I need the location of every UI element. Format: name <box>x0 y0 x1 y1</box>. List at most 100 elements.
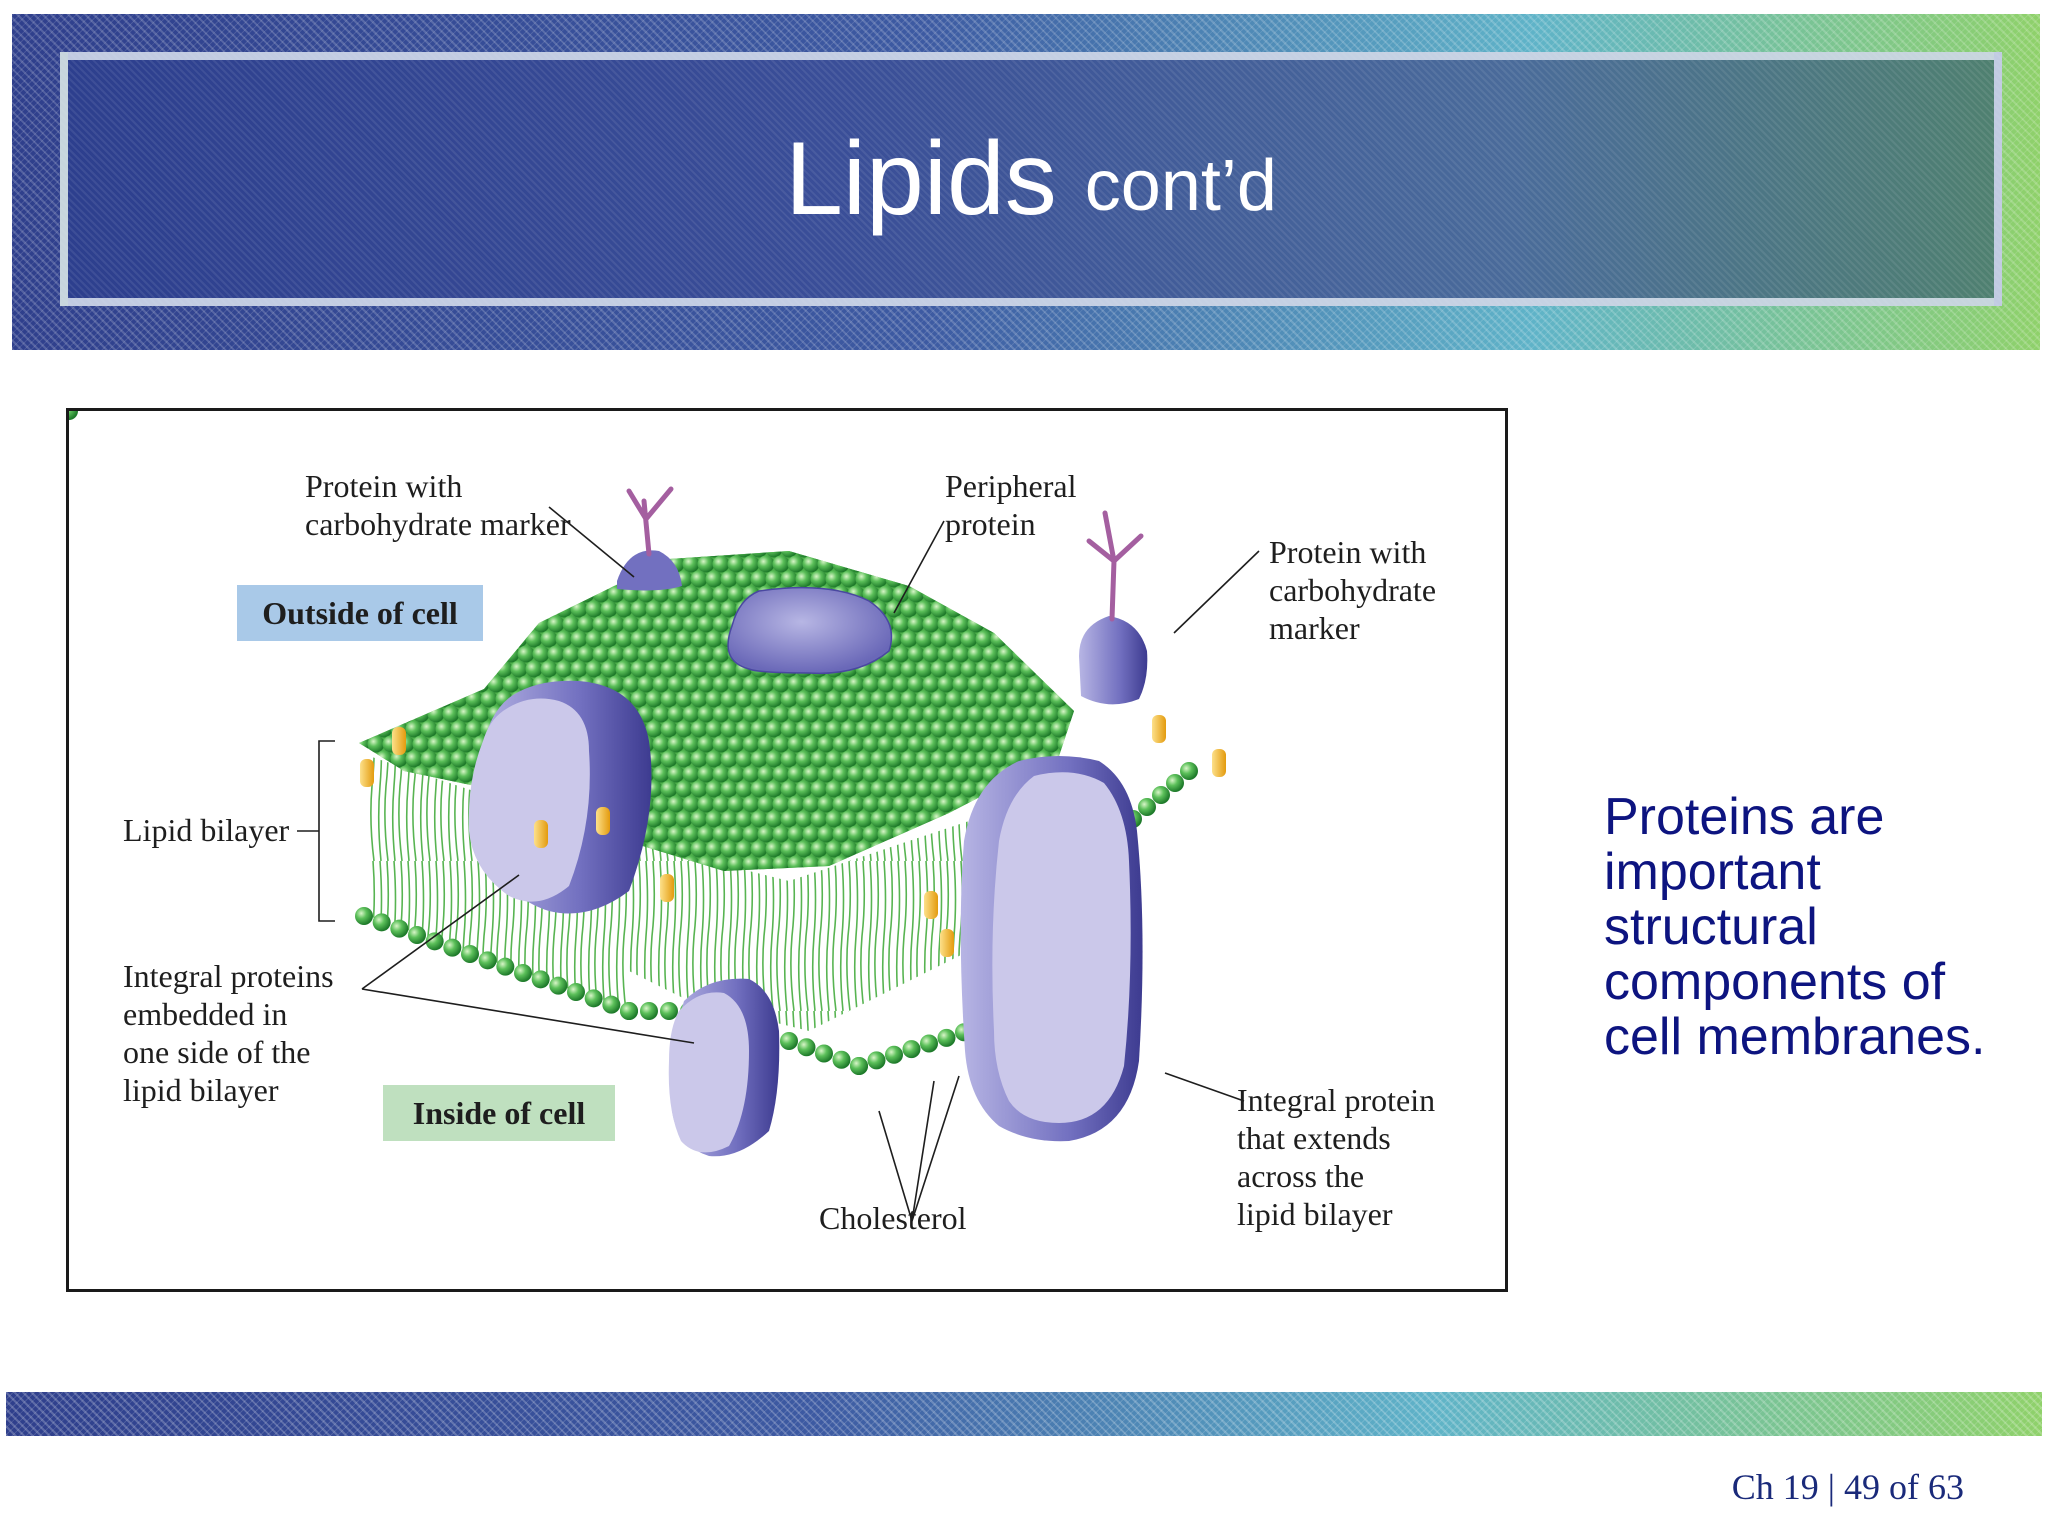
lipid-head <box>450 720 468 738</box>
lipid-head <box>705 750 723 768</box>
lipid-head <box>682 735 700 753</box>
lipid-head <box>967 735 985 753</box>
lipid-head <box>592 645 610 663</box>
lipid-head <box>990 660 1008 678</box>
lipid-head <box>720 750 738 768</box>
lipid-head <box>600 551 618 558</box>
lipid-head <box>480 630 498 648</box>
lipid-head <box>757 825 775 843</box>
lipid-head <box>810 840 828 858</box>
lipid-head <box>975 720 993 738</box>
lipid-head <box>945 600 963 618</box>
lipid-head <box>1027 675 1045 693</box>
lipid-head <box>997 555 1015 573</box>
lipid-head <box>870 690 888 708</box>
lipid-head <box>855 690 873 708</box>
lipid-head <box>937 735 955 753</box>
lipid-head <box>975 660 993 678</box>
lipid-head <box>630 600 648 618</box>
lipid-head <box>390 750 408 768</box>
lipid-head <box>817 795 835 813</box>
lipid-head <box>817 555 835 573</box>
lipid-head <box>937 645 955 663</box>
lipid-head <box>697 555 715 573</box>
lipid-head <box>570 600 588 618</box>
lipid-head <box>885 750 903 768</box>
lipid-head <box>525 660 543 678</box>
lipid-head <box>952 795 970 813</box>
lipid-head <box>425 932 444 951</box>
lipid-head <box>443 938 462 957</box>
lipid-head <box>780 1032 798 1050</box>
lipid-head <box>1042 675 1060 693</box>
lipid-head <box>705 570 723 588</box>
lipid-head <box>1042 585 1060 603</box>
lipid-head <box>420 690 438 708</box>
tag-outside-of-cell: Outside of cell <box>237 585 483 641</box>
lipid-head <box>502 645 520 663</box>
lipid-head <box>697 705 715 723</box>
lipid-head <box>937 585 955 603</box>
lipid-head <box>412 675 430 693</box>
lipid-head <box>567 983 585 1001</box>
lipid-head <box>637 645 655 663</box>
lipid-head <box>750 570 768 588</box>
lipid-head <box>495 570 513 588</box>
lipid-head <box>1057 675 1074 693</box>
lipid-head <box>1005 660 1023 678</box>
lipid-head <box>757 765 775 783</box>
lipid-head <box>405 750 423 768</box>
lipid-head <box>450 750 468 768</box>
lipid-head <box>900 630 918 648</box>
label-integral-one-side: Integral proteins embedded in one side o… <box>123 958 334 1108</box>
lipid-head <box>802 705 820 723</box>
lipid-head <box>592 585 610 603</box>
lipid-head <box>900 660 918 678</box>
lipid-head <box>727 825 745 843</box>
lipid-head <box>1042 735 1060 753</box>
lipid-head <box>900 690 918 708</box>
lipid-head <box>375 720 393 738</box>
lipid-head <box>1035 720 1053 738</box>
lipid-head <box>780 780 798 798</box>
lipid-head <box>952 705 970 723</box>
lipid-head <box>727 675 745 693</box>
lipid-head <box>585 660 603 678</box>
side-text: Proteins are important structural compon… <box>1604 788 1986 1066</box>
lipid-head <box>570 570 588 588</box>
lipid-head <box>885 570 903 588</box>
lipid-head <box>952 615 970 633</box>
lipid-head <box>930 720 948 738</box>
lipid-head <box>975 690 993 708</box>
lipid-head <box>600 630 618 648</box>
lipid-head <box>892 795 910 813</box>
lipid-head <box>1065 551 1074 558</box>
lipid-head <box>555 551 573 558</box>
lipid-head <box>907 675 925 693</box>
lipid-head <box>577 615 595 633</box>
lipid-head <box>667 765 685 783</box>
lipid-head <box>742 555 760 573</box>
lipid-head <box>952 555 970 573</box>
lipid-head <box>675 720 693 738</box>
lipid-head <box>570 660 588 678</box>
lipid-head <box>712 735 730 753</box>
lipid-head <box>847 795 865 813</box>
lipid-head <box>359 675 370 693</box>
lipid-head <box>817 705 835 723</box>
lipid-head <box>922 765 940 783</box>
lipid-head <box>1020 660 1038 678</box>
lipid-head <box>405 660 423 678</box>
lipid-head <box>502 555 520 573</box>
lipid-head <box>967 675 985 693</box>
lipid-head <box>802 765 820 783</box>
lipid-head <box>1020 570 1038 588</box>
lipid-head <box>867 1051 886 1070</box>
title-sub: cont’d <box>1084 146 1277 226</box>
lipid-head <box>420 750 438 768</box>
lipid-head <box>990 750 1008 768</box>
lipid-head <box>817 825 835 843</box>
lipid-head <box>712 825 730 843</box>
lipid-head <box>750 810 768 828</box>
cholesterol-molecule <box>924 891 938 919</box>
